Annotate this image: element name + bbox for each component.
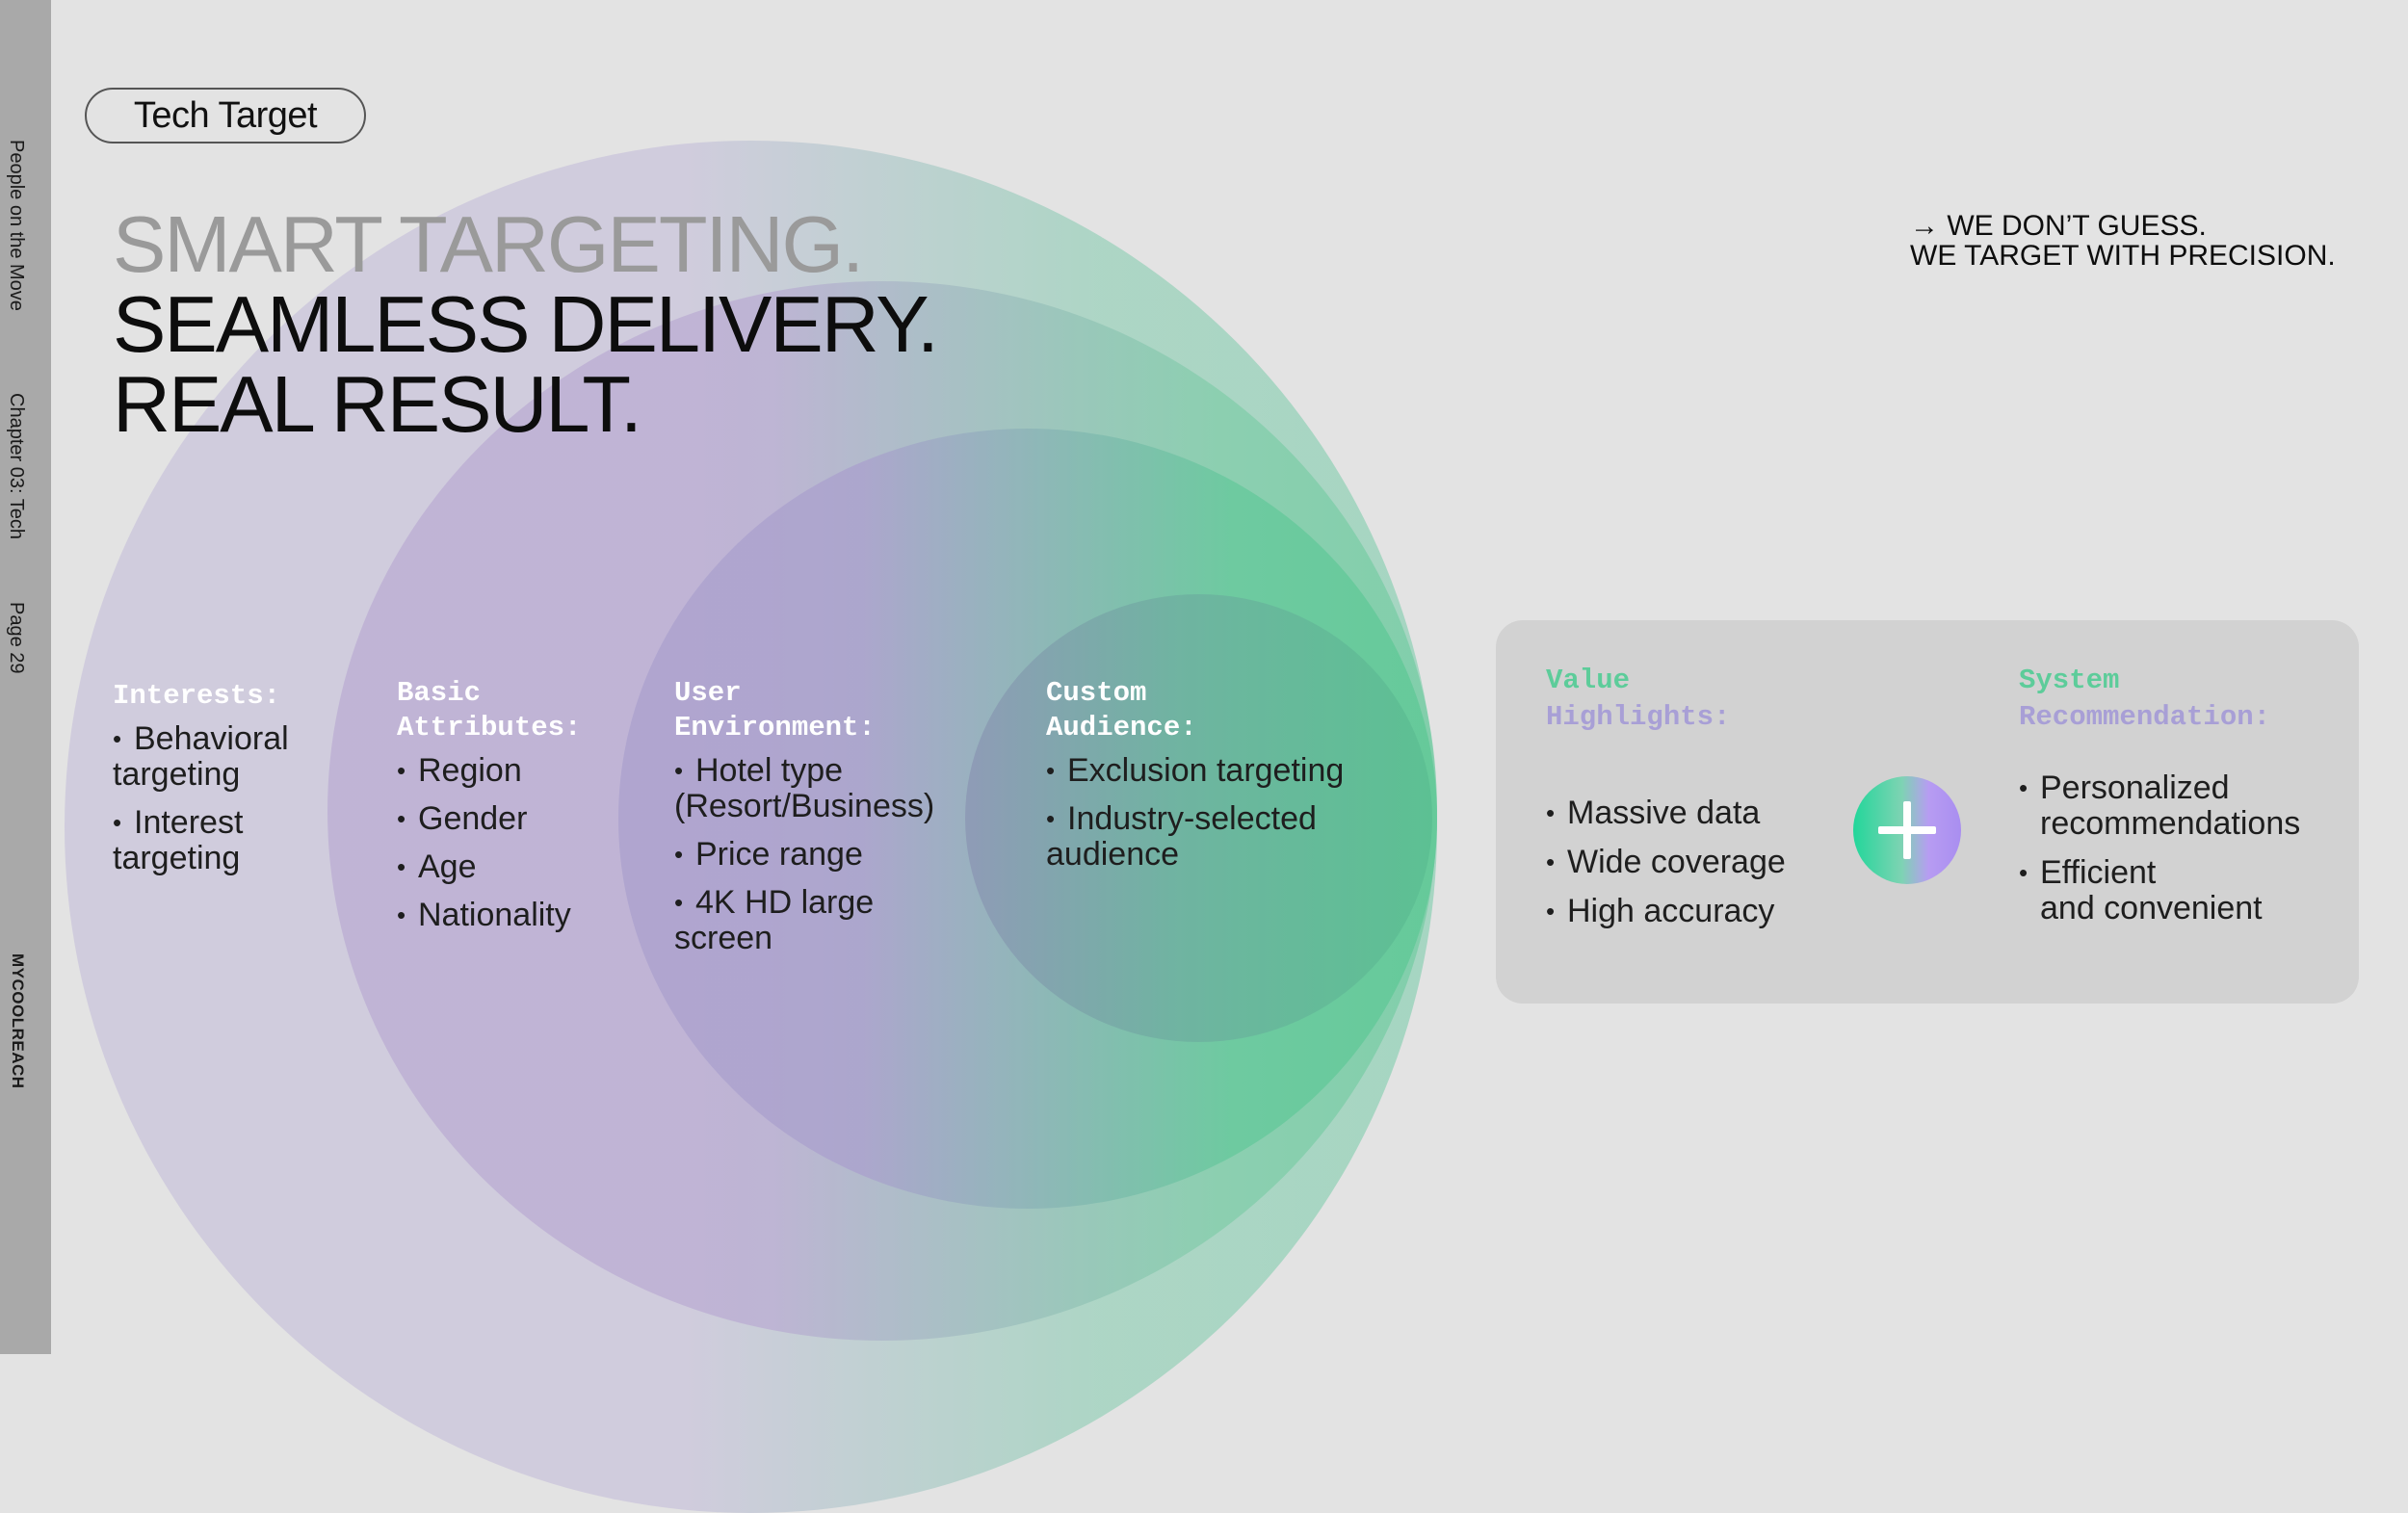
plus-icon (1853, 776, 1961, 884)
tagline-line-1: → WE DON’T GUESS. (1910, 210, 2207, 242)
system-recommendation-title: System Recommendation: (2019, 663, 2270, 736)
rail-series-label: People on the Move (6, 140, 27, 311)
rail-page-label: Page 29 (6, 602, 27, 674)
list-item-text: Price range (695, 836, 863, 873)
list-item-text: Industry-selected (1067, 800, 1317, 837)
segment-title: User Environment: (674, 676, 982, 745)
list-item-text-cont: audience (1046, 836, 1180, 873)
value-title-line-2: Highlights: (1546, 701, 1731, 733)
list-item-text: Hotel type (695, 752, 844, 789)
list-item-text-cont: (Resort/Business) (674, 788, 935, 824)
segment-title: Custom Audience: (1046, 676, 1393, 745)
tagline-line-2: WE TARGET WITH PRECISION. (1910, 240, 2336, 272)
segment-title-line-2: Environment: (674, 712, 876, 743)
headline-line-1: SMART TARGETING. (113, 199, 864, 289)
list-item-text-cont: screen (674, 920, 773, 956)
value-title-line-1: Value (1546, 665, 1631, 696)
list-item-text-cont: recommendations (2040, 805, 2301, 842)
list-item: Exclusion targeting (1046, 752, 1393, 790)
list-item-text: Interest (134, 804, 244, 841)
side-rail: People on the Move Chapter 03: Tech Page… (0, 0, 51, 1354)
headline-line-3: REAL RESULT. (113, 359, 642, 449)
segment-custom-audience: Custom Audience: Exclusion targeting Ind… (1046, 676, 1393, 885)
list-item-text: Personalized (2040, 770, 2230, 806)
rail-brand-label: MYCOOLREACH (9, 953, 27, 1089)
list-item: Wide coverage (1546, 845, 1786, 881)
list-item-text: Efficient (2040, 854, 2157, 891)
segment-title-line-2: Audience: (1046, 712, 1197, 743)
segment-title-line-1: Basic (397, 677, 482, 709)
segment-title-line-1: User (674, 677, 742, 709)
section-tag: Tech Target (85, 88, 366, 143)
segment-list: Region Gender Age Nationality (397, 753, 628, 934)
segment-user-environment: User Environment: Hotel type(Resort/Busi… (674, 676, 982, 969)
list-item-text-cont: targeting (113, 756, 241, 793)
value-highlights-title: Value Highlights: (1546, 663, 1730, 736)
list-item: Age (397, 849, 628, 886)
list-item: Region (397, 753, 628, 790)
segment-title: Interests: (113, 680, 281, 712)
value-highlights-list: Massive data Wide coverage High accuracy (1546, 796, 1786, 943)
system-title-line-1: System (2019, 665, 2120, 696)
list-item-text-cont: targeting (113, 840, 241, 876)
list-item: Gender (397, 801, 628, 838)
value-recommendation-panel: Value Highlights: Massive data Wide cove… (1496, 620, 2359, 1004)
list-item: High accuracy (1546, 894, 1786, 930)
headline-line-2: SEAMLESS DELIVERY. (113, 279, 939, 369)
rail-chapter-label: Chapter 03: Tech (6, 393, 27, 539)
headline: SMART TARGETING. SEAMLESS DELIVERY. REAL… (113, 199, 939, 449)
segment-basic-attributes: Basic Attributes: Region Gender Age Nati… (397, 676, 628, 946)
list-item-text: Behavioral (134, 720, 289, 757)
segment-title-line-2: Attributes: (397, 712, 582, 743)
list-item: Massive data (1546, 796, 1786, 832)
list-item-text: 4K HD large (695, 884, 875, 921)
list-item: Price range (674, 836, 982, 874)
segment-title: Basic Attributes: (397, 676, 628, 745)
tagline: → WE DON’T GUESS. WE TARGET WITH PRECISI… (1910, 211, 2336, 271)
plus-icon-glyph (1878, 801, 1936, 859)
segment-list: Exclusion targeting Industry-selectedaud… (1046, 753, 1393, 873)
list-item-text-cont: and convenient (2040, 890, 2263, 926)
system-title-line-2: Recommendation: (2019, 701, 2271, 733)
list-item: Nationality (397, 898, 628, 934)
segment-title-line-1: Custom (1046, 677, 1147, 709)
list-item-text: Exclusion targeting (1067, 752, 1345, 789)
list-item: Hotel type(Resort/Business) (674, 753, 982, 824)
segment-list: Hotel type(Resort/Business) Price range … (674, 753, 982, 956)
